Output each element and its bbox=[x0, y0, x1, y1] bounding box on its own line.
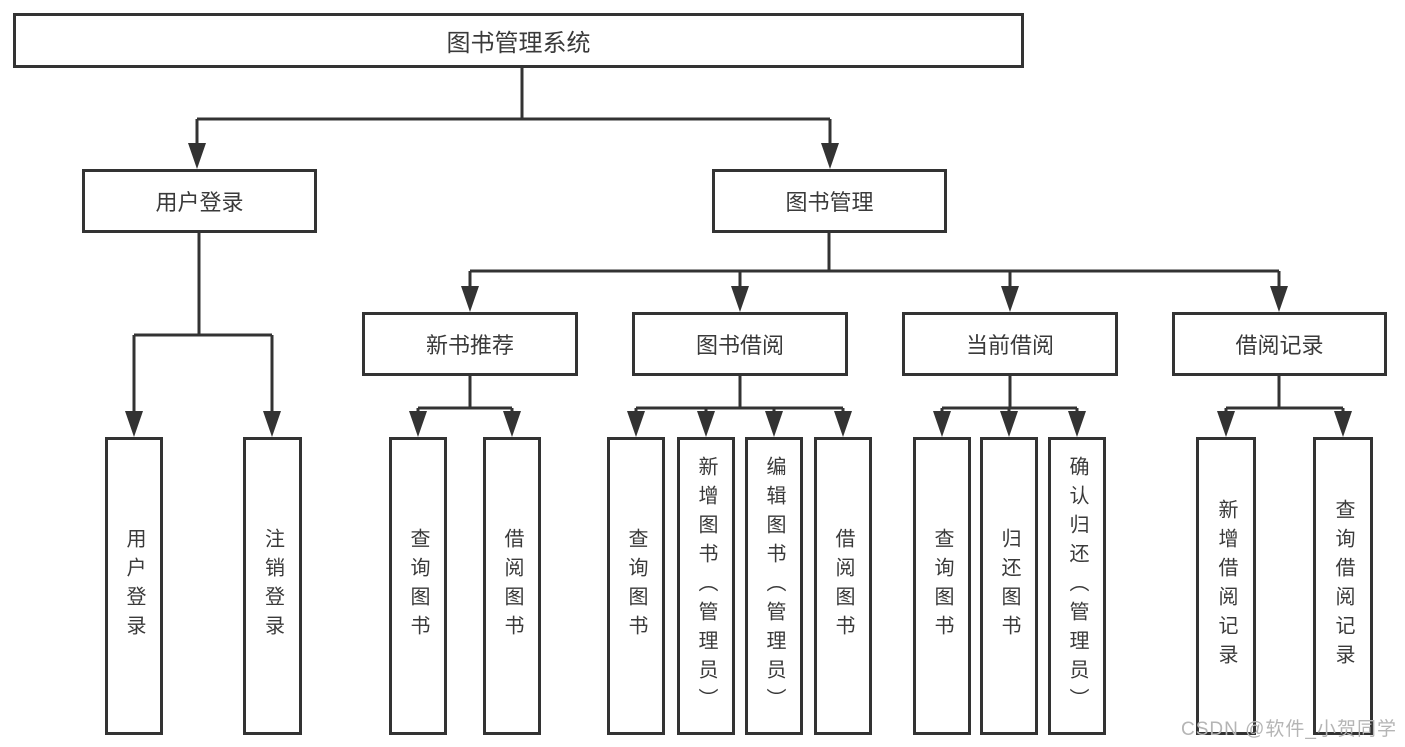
leaf-edit-book-admin-label: 编辑图书（管理员） bbox=[763, 455, 785, 717]
leaf-return-book: 归还图书 bbox=[980, 437, 1038, 735]
leaf-borrow-books-recommend: 借阅图书 bbox=[483, 437, 541, 735]
node-user-login: 用户登录 bbox=[82, 169, 317, 233]
leaf-query-books-current: 查询图书 bbox=[913, 437, 971, 735]
leaf-add-borrow-record-label: 新增借阅记录 bbox=[1215, 499, 1237, 673]
node-borrowing-records: 借阅记录 bbox=[1172, 312, 1387, 376]
node-book-management: 图书管理 bbox=[712, 169, 947, 233]
csdn-watermark: CSDN @软件_小贺同学 bbox=[1181, 719, 1397, 740]
leaf-user-login-label: 用户登录 bbox=[123, 528, 145, 644]
leaf-add-book-admin-label: 新增图书（管理员） bbox=[695, 455, 717, 717]
leaf-borrow-books-recommend-label: 借阅图书 bbox=[501, 528, 523, 644]
leaf-logout: 注销登录 bbox=[243, 437, 302, 735]
leaf-query-books-borrowing-label: 查询图书 bbox=[625, 528, 647, 644]
leaf-query-books-recommend-label: 查询图书 bbox=[407, 528, 429, 644]
node-library-management-system: 图书管理系统 bbox=[13, 13, 1024, 68]
leaf-query-books-borrowing: 查询图书 bbox=[607, 437, 665, 735]
leaf-confirm-return-admin: 确认归还（管理员） bbox=[1048, 437, 1106, 735]
leaf-return-book-label: 归还图书 bbox=[998, 528, 1020, 644]
leaf-add-book-admin: 新增图书（管理员） bbox=[677, 437, 735, 735]
leaf-user-login: 用户登录 bbox=[105, 437, 163, 735]
leaf-borrow-books-borrowing: 借阅图书 bbox=[814, 437, 872, 735]
leaf-add-borrow-record: 新增借阅记录 bbox=[1196, 437, 1256, 735]
leaf-edit-book-admin: 编辑图书（管理员） bbox=[745, 437, 803, 735]
leaf-query-borrow-record-label: 查询借阅记录 bbox=[1332, 499, 1354, 673]
node-new-book-recommend: 新书推荐 bbox=[362, 312, 578, 376]
leaf-logout-label: 注销登录 bbox=[261, 528, 284, 644]
leaf-confirm-return-admin-label: 确认归还（管理员） bbox=[1066, 455, 1088, 717]
leaf-query-books-recommend: 查询图书 bbox=[389, 437, 447, 735]
leaf-borrow-books-borrowing-label: 借阅图书 bbox=[832, 528, 854, 644]
node-current-borrowing: 当前借阅 bbox=[902, 312, 1118, 376]
leaf-query-borrow-record: 查询借阅记录 bbox=[1313, 437, 1373, 735]
node-book-borrowing: 图书借阅 bbox=[632, 312, 848, 376]
leaf-query-books-current-label: 查询图书 bbox=[931, 528, 953, 644]
